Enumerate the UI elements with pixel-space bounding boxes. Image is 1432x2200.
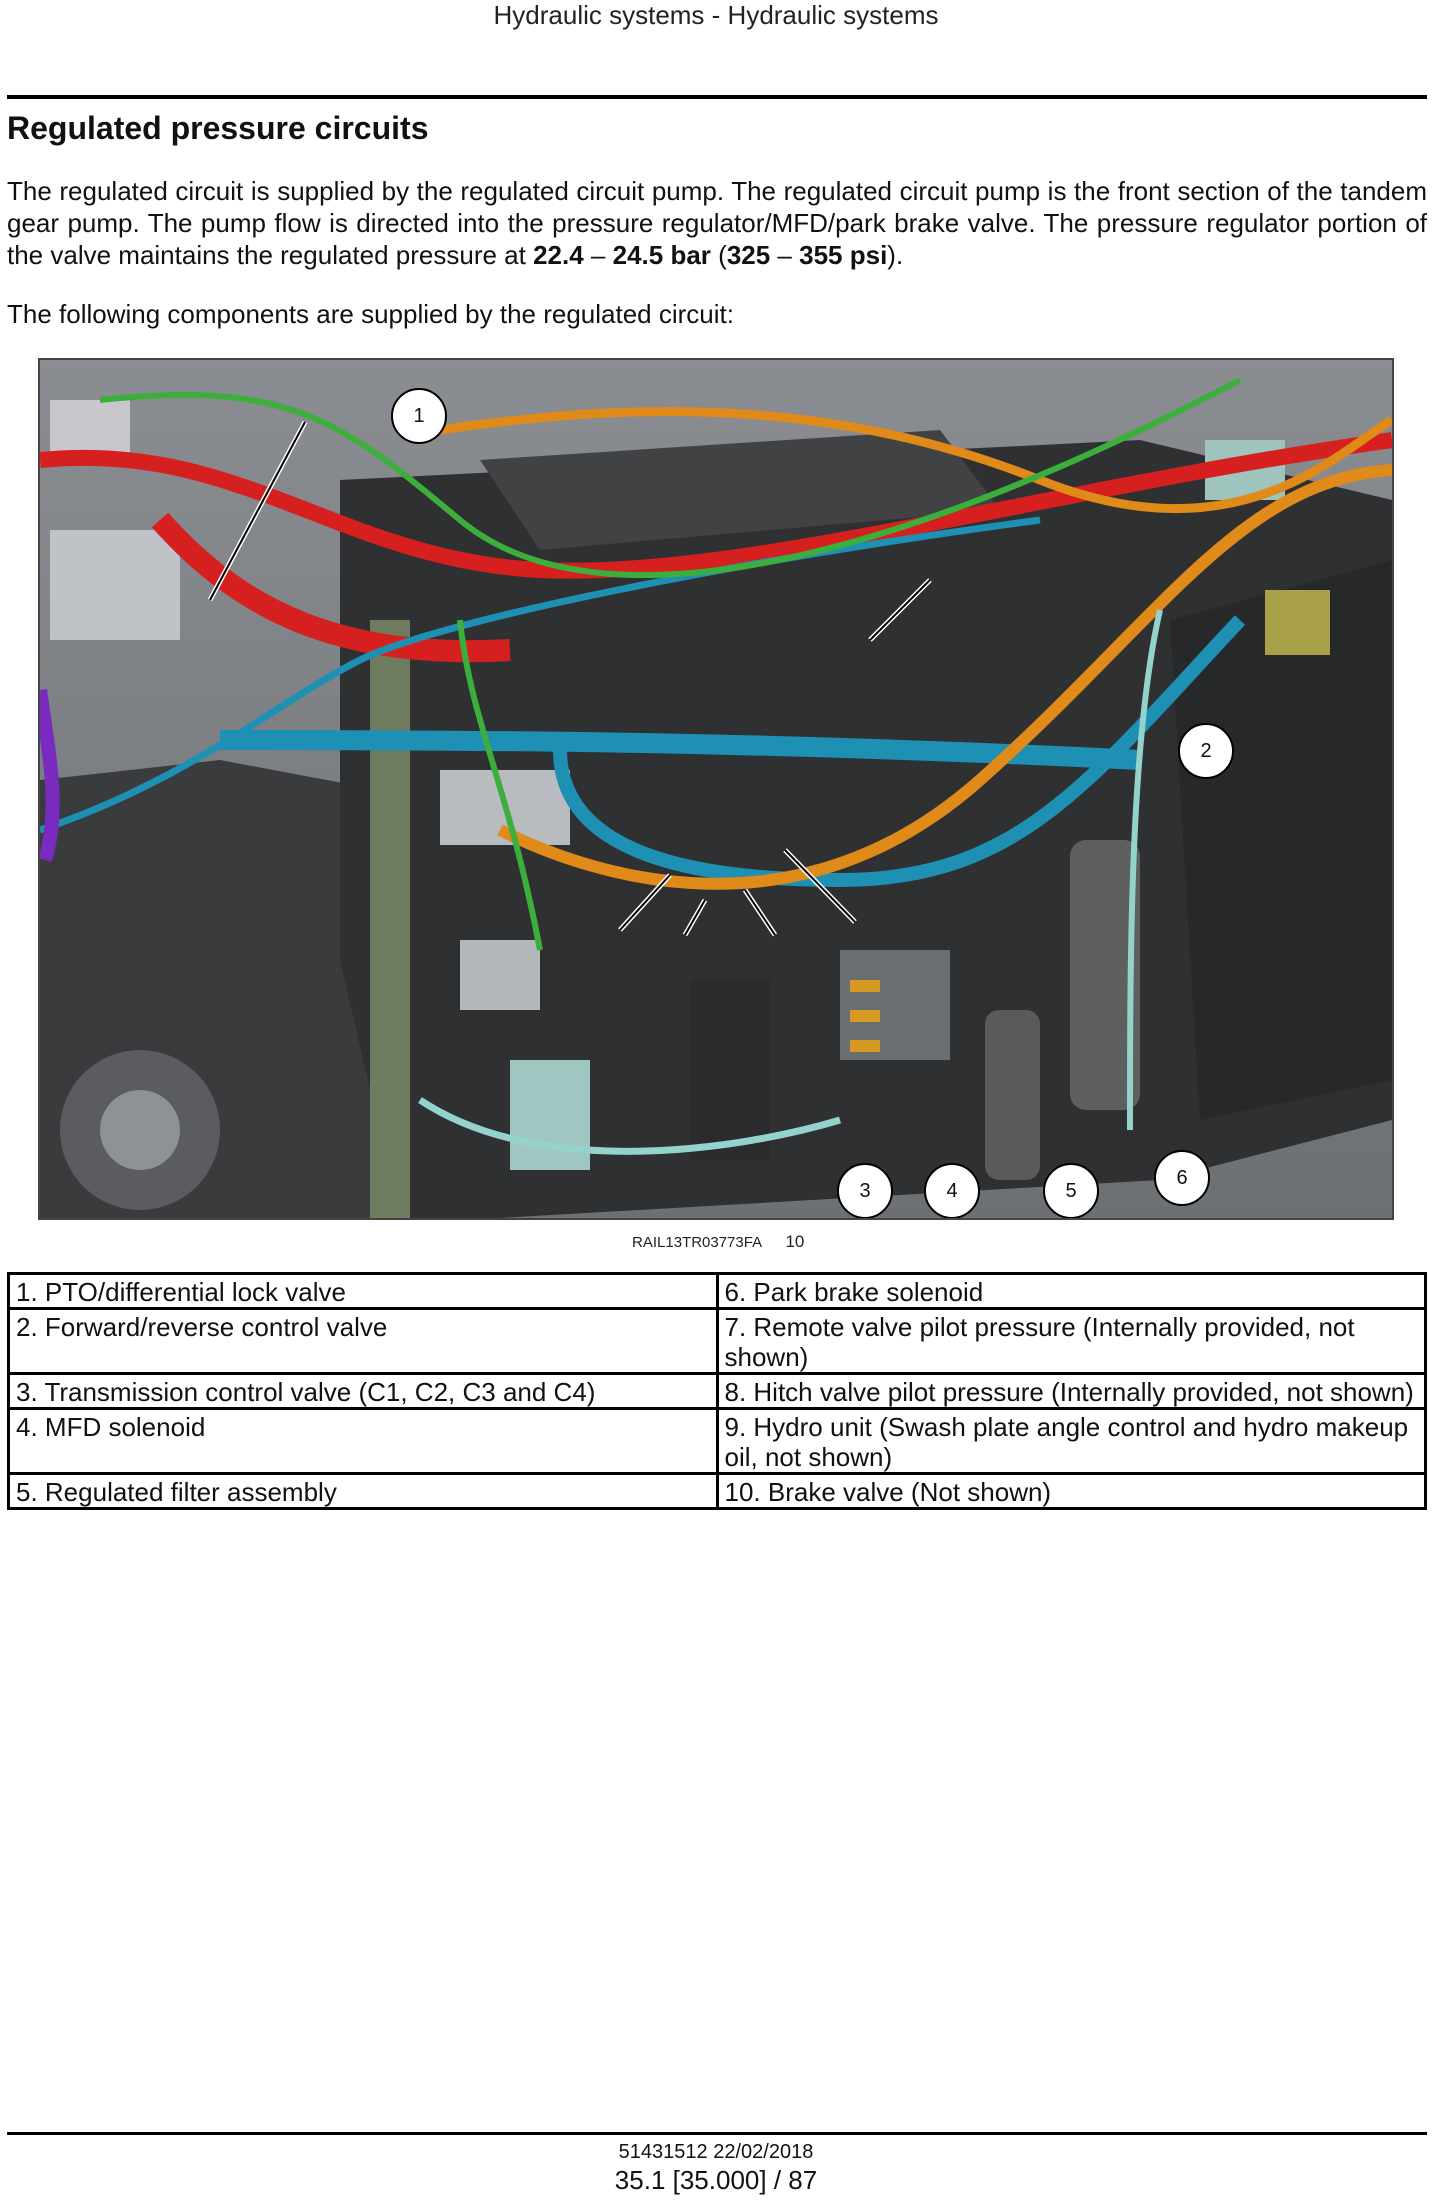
green-lower-hose: [457, 619, 543, 951]
orange-upper-hose: [439, 407, 1392, 513]
legend-cell: 4. MFD solenoid: [7, 1407, 719, 1475]
leader-line: [744, 889, 776, 936]
rear-housing: [1170, 560, 1392, 1120]
legend-cell: 10. Brake valve (Not shown): [715, 1472, 1427, 1510]
solenoid-coil: [850, 1010, 880, 1022]
blue-hose: [553, 615, 1246, 888]
solenoid-coil: [850, 980, 880, 992]
legend-cell: 2. Forward/reverse control valve: [7, 1307, 719, 1375]
legend-cell: 5. Regulated filter assembly: [7, 1472, 719, 1510]
filter-canister: [1070, 840, 1140, 1110]
callout-4: 4: [924, 1163, 980, 1218]
red-pressure-hose: [151, 512, 511, 663]
pressure-bar-low: 22.4: [533, 240, 584, 270]
green-hose: [99, 377, 1242, 579]
remote-valve-block: [460, 940, 540, 1010]
pressure-psi-high: 355 psi: [799, 240, 888, 270]
image-ref: RAIL13TR03773FA: [632, 1234, 762, 1251]
legend-cell: 8. Hitch valve pilot pressure (Internall…: [715, 1372, 1427, 1410]
callout-3: 3: [837, 1163, 893, 1218]
legend-row: 3. Transmission control valve (C1, C2, C…: [7, 1372, 1427, 1410]
mounting-plate: [370, 620, 410, 1218]
callout-5: 5: [1043, 1163, 1099, 1218]
figure-caption: RAIL13TR03773FA 10: [632, 1232, 804, 1252]
legend-cell: 9. Hydro unit (Swash plate angle control…: [715, 1407, 1427, 1475]
page-reference: 35.1 [35.000] / 87: [614, 2165, 818, 2195]
leader-line: [619, 874, 671, 931]
orange-hose: [497, 464, 1392, 890]
pressure-psi-low: 325: [726, 240, 771, 270]
dash: –: [770, 240, 800, 270]
leader-line: [684, 899, 706, 936]
axle-hub: [100, 1090, 180, 1170]
callout-6: 6: [1154, 1150, 1210, 1206]
running-header: Hydraulic systems - Hydraulic systems: [493, 0, 939, 30]
legend-cell: 1. PTO/differential lock valve: [7, 1272, 719, 1310]
regulated-filter: [985, 1010, 1040, 1180]
components-intro: The following components are supplied by…: [7, 299, 734, 329]
intro-paragraph: The regulated circuit is supplied by the…: [7, 175, 1427, 271]
callout-1: 1: [391, 388, 447, 444]
dash: –: [583, 240, 613, 270]
legend-cell: 3. Transmission control valve (C1, C2, C…: [7, 1372, 719, 1410]
pressure-bar-high: 24.5 bar: [612, 240, 711, 270]
hydro-unit: [510, 1060, 590, 1170]
leader-line: [784, 849, 856, 923]
doc-id: 51431512 22/02/2018: [618, 2141, 814, 2163]
paren-close: ).: [887, 240, 904, 270]
blue-main-hose: [219, 730, 1141, 770]
leader-line: [869, 579, 931, 641]
forward-reverse-valve: [1265, 590, 1330, 655]
light-blue-hose: [1127, 609, 1163, 1131]
section-title: Regulated pressure circuits: [7, 110, 429, 146]
figure-number: 10: [785, 1232, 805, 1251]
callout-2: 2: [1178, 723, 1234, 779]
drain-elbow: [690, 980, 770, 1160]
pto-valve-block: [50, 530, 180, 640]
legend-cell: 6. Park brake solenoid: [715, 1272, 1427, 1310]
intro-text: The regulated circuit is supplied by the…: [7, 176, 1427, 270]
solenoid-coil: [850, 1040, 880, 1052]
top-cover: [480, 430, 1000, 550]
page-footer: 51431512 22/02/2018 35.1 [35.000] / 87: [0, 2140, 1432, 2196]
paren-open: (: [710, 240, 727, 270]
purple-hose: [40, 689, 60, 863]
hydraulic-drawing: [40, 360, 1392, 1218]
leader-line: [209, 421, 306, 601]
footer-rule: [7, 2132, 1427, 2135]
header-rule: [7, 95, 1427, 99]
hydraulic-system-illustration: 1 2 3 4 5 6: [38, 358, 1394, 1220]
light-blue-lower-hose: [418, 1097, 842, 1155]
legend-cell: 7. Remote valve pilot pressure (Internal…: [715, 1307, 1427, 1375]
